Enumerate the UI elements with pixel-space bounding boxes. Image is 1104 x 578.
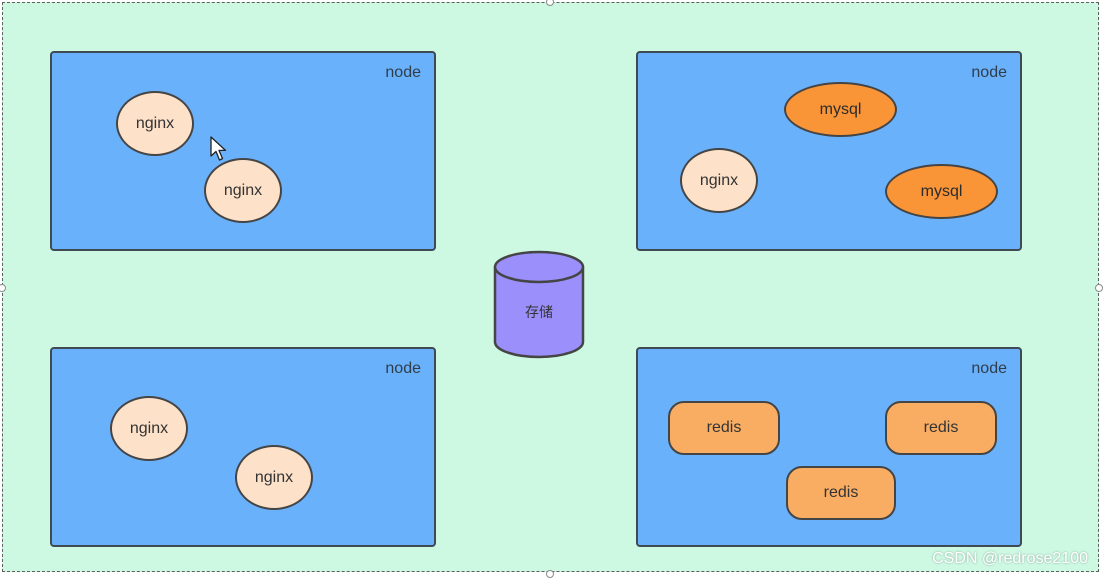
node-label: node (971, 64, 1007, 81)
resize-handle-right[interactable] (1095, 284, 1103, 292)
storage-label: 存储 (525, 305, 553, 321)
database-icon (493, 250, 585, 359)
mouse-pointer-icon (210, 136, 227, 161)
node-label: node (971, 360, 1007, 377)
pod-redis[interactable]: redis (786, 466, 896, 520)
resize-handle-bottom[interactable] (546, 570, 554, 578)
node-box-2[interactable]: node (636, 51, 1022, 251)
pod-nginx[interactable]: nginx (204, 158, 282, 223)
pod-nginx[interactable]: nginx (110, 396, 188, 461)
pod-nginx[interactable]: nginx (680, 148, 758, 213)
node-label: node (385, 64, 421, 81)
watermark: CSDN @redrose2100 (932, 550, 1088, 567)
node-label: node (385, 360, 421, 377)
pod-redis[interactable]: redis (668, 401, 780, 455)
node-box-3[interactable]: node (50, 347, 436, 547)
resize-handle-top[interactable] (546, 0, 554, 6)
storage-cylinder[interactable]: 存储 (493, 250, 585, 360)
pod-nginx[interactable]: nginx (116, 91, 194, 156)
pod-mysql[interactable]: mysql (784, 82, 897, 137)
pod-nginx[interactable]: nginx (235, 445, 313, 510)
pod-redis[interactable]: redis (885, 401, 997, 455)
pod-mysql[interactable]: mysql (885, 164, 998, 219)
resize-handle-left[interactable] (0, 284, 6, 292)
